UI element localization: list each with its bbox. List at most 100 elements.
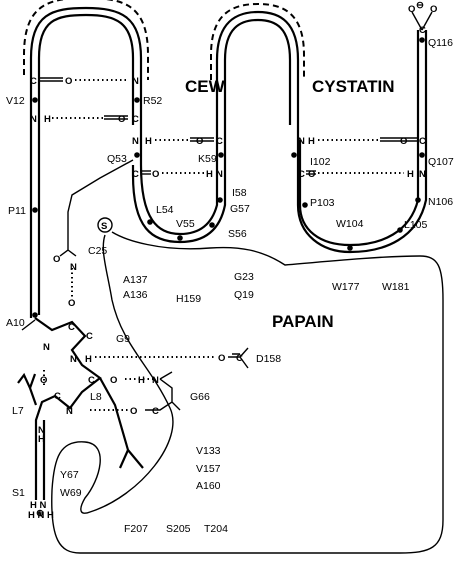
title-cystatin: CYSTATIN <box>312 77 394 96</box>
atom-c-q116: C <box>419 25 426 36</box>
cystatin-backbone-strand-b <box>29 6 428 318</box>
atom-h-g66: H <box>138 375 145 386</box>
cterm-oxygen-2: O <box>430 4 437 15</box>
cterm-bond-1 <box>411 11 423 31</box>
label-l8: L8 <box>90 391 102 403</box>
label-g66: G66 <box>190 391 210 403</box>
label-n106: N106 <box>428 196 453 208</box>
label-a10: A10 <box>6 317 25 329</box>
carbonyl-double-bonds <box>39 77 417 175</box>
label-v133: V133 <box>196 445 221 457</box>
label-y67: Y67 <box>60 469 79 481</box>
label-a137: A137 <box>123 274 148 286</box>
title-papain: PAPAIN <box>272 312 334 331</box>
label-s1: S1 <box>12 487 25 499</box>
atom-n-l7: N <box>66 406 73 417</box>
cew-loop-outline-2 <box>210 2 305 80</box>
v12-tail <box>21 319 36 331</box>
atom-o-v12: O <box>65 76 72 87</box>
label-h159: H159 <box>176 293 201 305</box>
atom-n-n106: N <box>419 169 426 180</box>
label-s205: S205 <box>166 523 191 535</box>
label-k59: K59 <box>198 153 217 165</box>
label-g23: G23 <box>234 271 254 283</box>
atom-h-n106: H <box>407 169 414 180</box>
label-q53: Q53 <box>107 153 127 165</box>
d158-group <box>228 347 249 369</box>
label-w181: W181 <box>382 281 410 293</box>
atom-n-g9: N <box>43 342 50 353</box>
atom-c-l8: C <box>88 375 95 386</box>
atom-c-l7: C <box>54 391 61 402</box>
atom-n-i102: N <box>298 136 305 147</box>
atom-h-s1: H <box>38 434 45 445</box>
atom-n-l8-h: N <box>70 354 77 365</box>
c25-sulfur: S <box>101 221 107 232</box>
atom-c-q107: C <box>419 136 426 147</box>
label-q19: Q19 <box>234 289 254 301</box>
atom-h-l8: H <box>85 354 92 365</box>
label-v157: V157 <box>196 463 221 475</box>
atom-o-l7: O <box>40 375 47 386</box>
atom-c-k59: C <box>216 136 223 147</box>
label-i58: I58 <box>232 187 247 199</box>
c25-sulfur-ring <box>97 217 113 233</box>
hydrogen-bonds <box>43 79 404 411</box>
label-w104: W104 <box>336 218 364 230</box>
label-v55: V55 <box>176 218 195 230</box>
cterm-bond-2 <box>421 11 433 31</box>
label-a136: A136 <box>123 289 148 301</box>
g66-group <box>145 371 181 411</box>
atom-n-v12: N <box>30 114 37 125</box>
label-l7: L7 <box>12 405 24 417</box>
atom-h-v12: H <box>44 114 51 125</box>
papain-outline <box>51 231 444 554</box>
label-w177: W177 <box>332 281 360 293</box>
atom-c-v12: C <box>30 76 37 87</box>
nterm-amine-hnh: H N H <box>28 510 54 521</box>
label-p11: P11 <box>8 205 26 217</box>
label-p103: P103 <box>310 197 335 209</box>
label-t204: T204 <box>204 523 228 535</box>
q53-side-chain <box>59 159 134 257</box>
q53-side-chain-n: N <box>70 262 77 273</box>
label-l54: L54 <box>156 204 174 216</box>
atom-o-q53: O <box>152 169 159 180</box>
cew-loop-outline-1 <box>23 0 149 80</box>
label-g9: G9 <box>116 333 130 345</box>
atom-c-q53: C <box>132 169 139 180</box>
atom-c-g9-b: C <box>86 331 93 342</box>
g9-carbonyl-o: O <box>68 298 75 309</box>
cterm-oxygen-1: O <box>408 4 415 15</box>
atom-c-d158: C <box>236 353 243 364</box>
label-c25: C25 <box>88 245 107 257</box>
atom-o-l8: O <box>110 375 117 386</box>
cterm-minus: ⊖ <box>416 0 424 11</box>
label-q116: Q116 <box>428 37 453 49</box>
label-g57: G57 <box>230 203 250 215</box>
atom-n-q53: N <box>132 136 139 147</box>
title-cew: CEW <box>185 77 226 96</box>
label-r52: R52 <box>143 95 162 107</box>
label-v12: V12 <box>6 95 25 107</box>
label-l105: L105 <box>404 219 428 231</box>
label-d158: D158 <box>256 353 281 365</box>
q53-side-chain-o: O <box>53 254 60 265</box>
atom-n-r52: N <box>132 76 139 87</box>
atom-h-q53: H <box>145 136 152 147</box>
atom-c-g66: C <box>152 406 159 417</box>
label-w69: W69 <box>60 487 82 499</box>
atom-c-r52: C <box>132 114 139 125</box>
atom-o-d158: O <box>218 353 225 364</box>
atom-h-i58: H <box>206 169 213 180</box>
atom-o-g66: O <box>130 406 137 417</box>
l8-side-chain <box>99 377 144 469</box>
atom-n-i58: N <box>216 169 223 180</box>
atom-c-p103: C <box>298 169 305 180</box>
nterm-amine-hn: H N <box>30 500 47 511</box>
atom-h-i102: H <box>308 136 315 147</box>
residue-dots <box>32 37 425 318</box>
atom-n-g66: N <box>152 375 159 386</box>
